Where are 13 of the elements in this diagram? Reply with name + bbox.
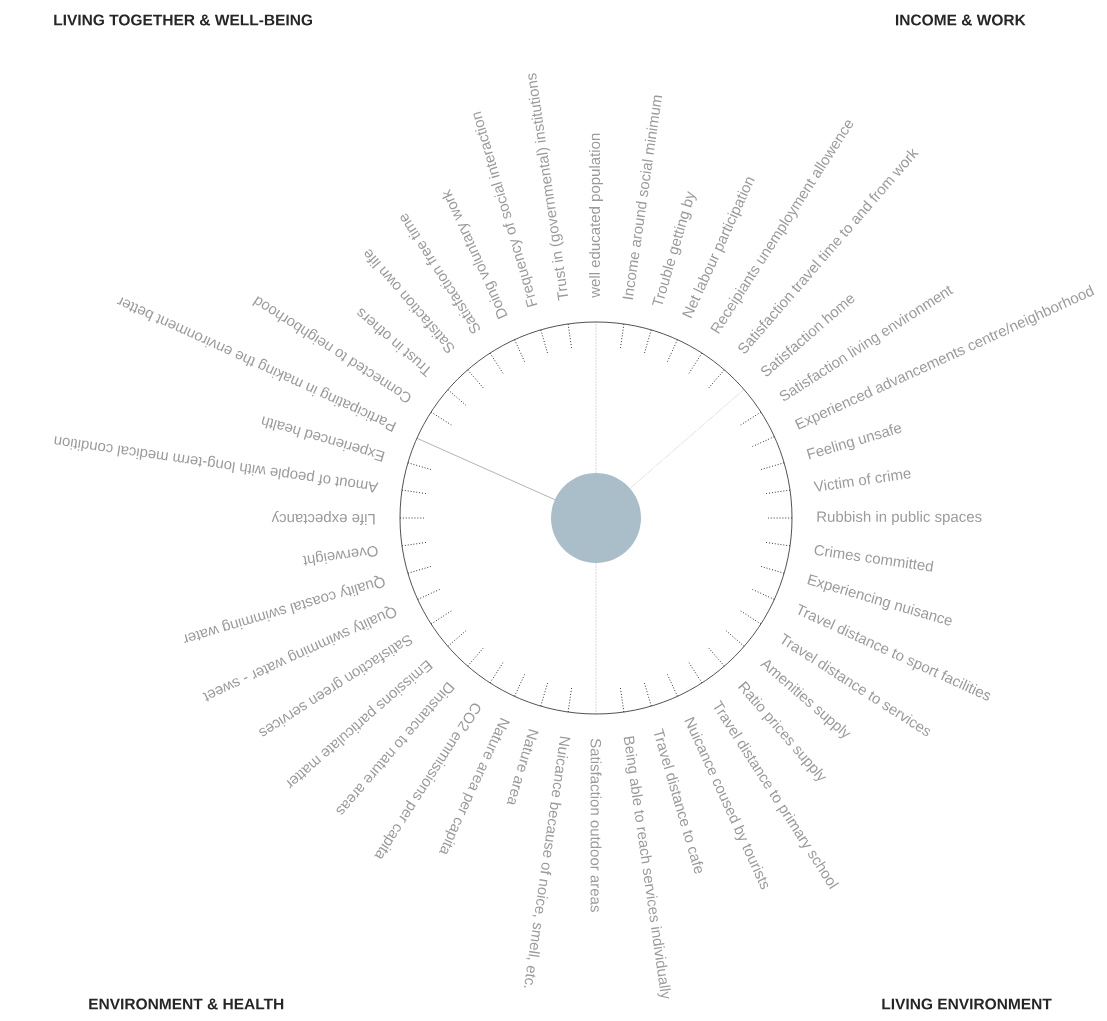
indicator-label: Crimes committed: [814, 545, 934, 572]
indicator-label: Victim of crime: [813, 470, 911, 492]
indicator-label: Life expectancy: [271, 511, 375, 525]
category-heading: LIVING TOGETHER & WELL-BEING: [54, 14, 312, 26]
indicator-label: Satisfaction outdoor areas: [590, 738, 602, 912]
category-heading: INCOME & WORK: [895, 14, 1026, 26]
category-heading: ENVIRONMENT & HEALTH: [89, 998, 284, 1010]
category-heading: LIVING ENVIRONMENT: [882, 998, 1052, 1010]
indicator-label: Rubbish in public spaces: [817, 511, 982, 525]
hub-circle: [551, 473, 641, 563]
indicator-label: Overweight: [302, 546, 378, 566]
indicator-label: well educated population: [589, 133, 603, 298]
indicator-label: Nature area: [506, 729, 539, 805]
